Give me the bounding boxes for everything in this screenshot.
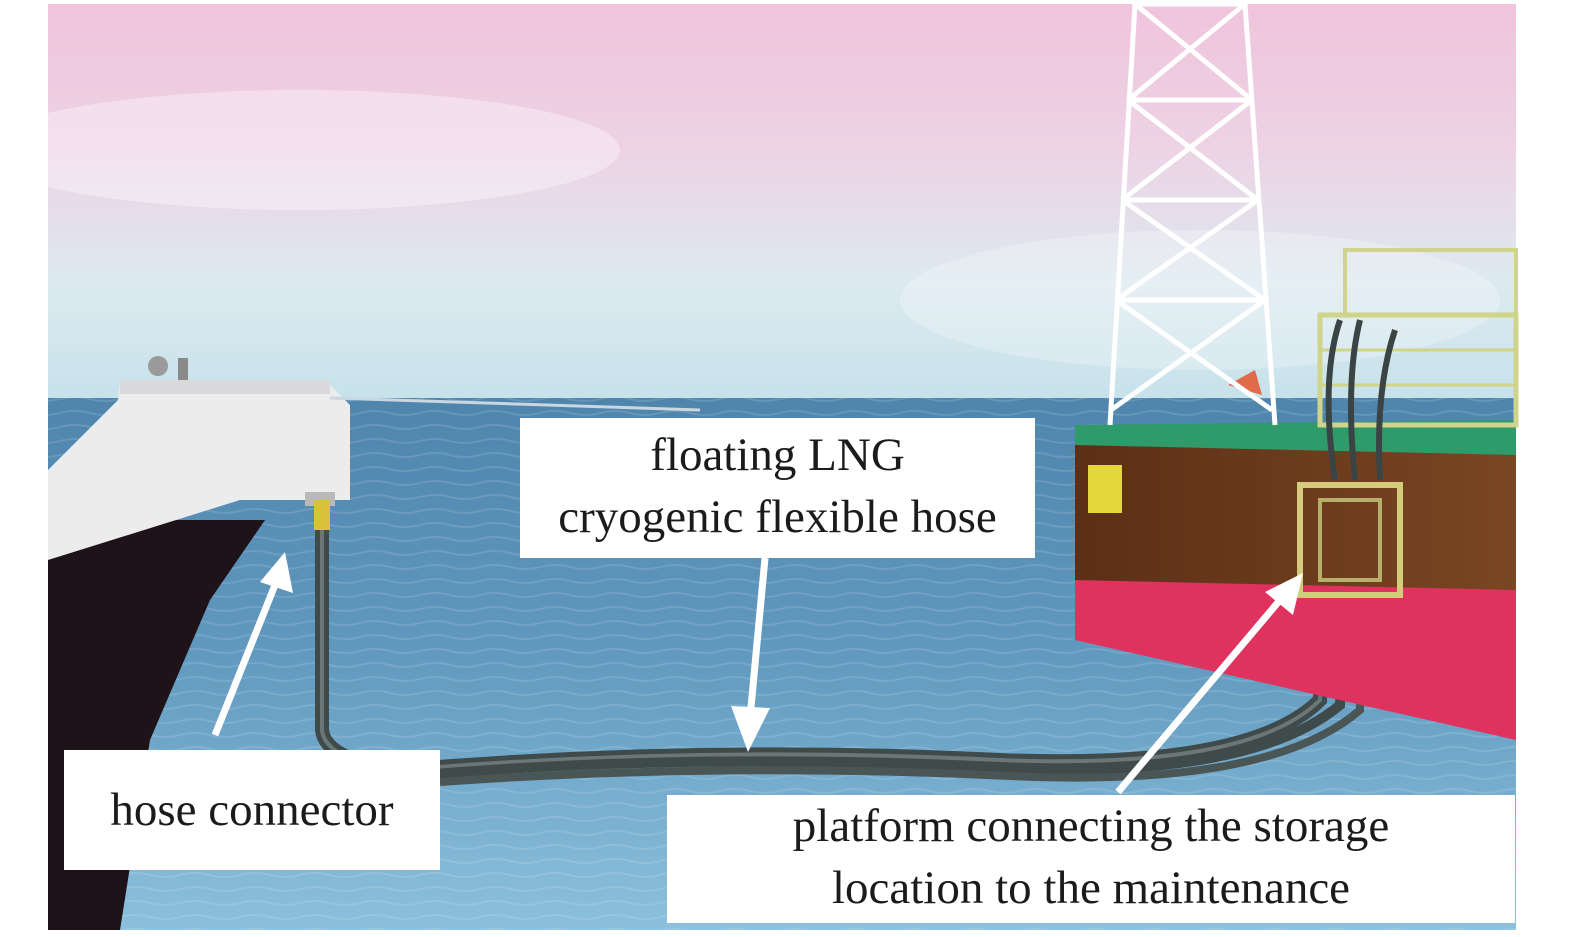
arrow-hose-connector bbox=[211, 552, 293, 737]
label-line: location to the maintenance bbox=[831, 862, 1351, 914]
label-floating-lng-hose: floating LNG cryogenic flexible hose bbox=[520, 418, 1035, 558]
arrow-platform bbox=[1115, 573, 1303, 795]
label-line: platform connecting the storage bbox=[792, 800, 1390, 852]
sky bbox=[48, 4, 1516, 404]
fpso-platform bbox=[1075, 1, 1519, 740]
label-line: floating LNG bbox=[650, 429, 905, 481]
arrow-hose-lng bbox=[731, 557, 770, 752]
label-line: cryogenic flexible hose bbox=[558, 491, 997, 543]
label-platform: platform connecting the storage location… bbox=[667, 795, 1515, 923]
label-hose-connector: hose connector bbox=[64, 750, 440, 870]
label-line: hose connector bbox=[110, 784, 394, 836]
